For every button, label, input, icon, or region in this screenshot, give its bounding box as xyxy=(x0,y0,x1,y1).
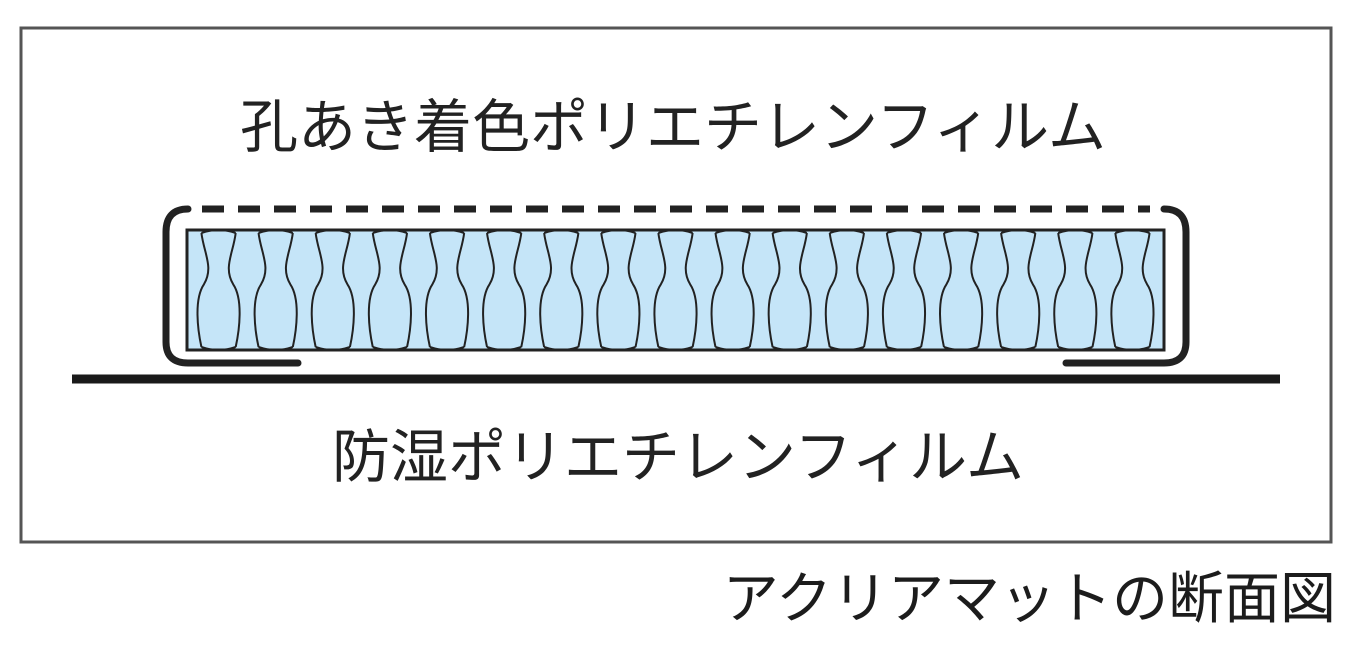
fiber-line xyxy=(1084,232,1098,348)
fiber-cap xyxy=(715,346,751,351)
fiber-cap xyxy=(1114,346,1150,351)
fiber-cap xyxy=(486,346,522,351)
fiber-line xyxy=(970,232,984,348)
fiber-cap xyxy=(658,346,693,351)
fiber-cap xyxy=(829,346,865,351)
glass-wool-body xyxy=(185,228,1166,352)
fiber-cap xyxy=(772,229,808,234)
fiber-line xyxy=(482,232,495,348)
perforated-film-right-wrap xyxy=(1062,205,1190,367)
fiber-line xyxy=(539,232,552,348)
fiber-line xyxy=(710,232,724,348)
fiber-line xyxy=(342,232,355,348)
fiber-line xyxy=(596,232,610,348)
fiber-cap xyxy=(486,229,522,234)
fiber-line xyxy=(856,232,869,348)
fiber-cap xyxy=(943,346,979,351)
fiber-line xyxy=(767,232,781,348)
fiber-line xyxy=(799,232,812,348)
fiber-cap xyxy=(600,229,636,234)
fiber-line xyxy=(456,232,470,348)
fiber-cap xyxy=(772,346,808,351)
fiber-line xyxy=(1141,232,1155,348)
fiber-cap xyxy=(201,229,237,234)
fiber-line xyxy=(513,232,527,348)
fiber-cap xyxy=(658,229,693,234)
fiber-cap xyxy=(429,346,465,351)
fiber-line xyxy=(824,232,838,348)
fiber-line xyxy=(227,232,241,348)
fiber-cap xyxy=(829,229,865,234)
fiber-line xyxy=(1027,232,1041,348)
fiber-cap xyxy=(543,229,579,234)
fiber-cap xyxy=(372,346,408,351)
fiber-cap xyxy=(886,229,922,234)
fiber-line xyxy=(881,232,895,348)
diagram-caption: アクリアマットの断面図 xyxy=(722,567,1336,632)
fiber-line xyxy=(570,232,584,348)
diagram-frame xyxy=(19,26,1333,544)
fiber-line xyxy=(913,232,927,348)
fiber-cap xyxy=(315,346,351,351)
perforated-film-left-wrap xyxy=(162,205,302,367)
fiber-cap xyxy=(1000,229,1036,234)
fiber-line xyxy=(367,232,381,348)
fiber-cap xyxy=(543,346,579,351)
fiber-line xyxy=(627,232,641,348)
fiber-cap xyxy=(315,229,351,234)
fiber-line xyxy=(684,232,698,348)
fiber-line xyxy=(253,232,267,348)
fiber-line xyxy=(653,232,667,348)
fiber-line xyxy=(1110,232,1124,348)
fiber-cap xyxy=(1114,229,1150,234)
fiber-cap xyxy=(886,346,922,351)
fiber-cap xyxy=(1057,229,1093,234)
fiber-line xyxy=(424,232,438,348)
fiber-line xyxy=(741,232,755,348)
fiber-line xyxy=(1053,232,1066,348)
fiber-cap xyxy=(943,229,979,234)
fiber-cap xyxy=(715,229,751,234)
fiber-cap xyxy=(201,346,237,351)
fiber-cap xyxy=(258,346,294,351)
fiber-cap xyxy=(600,346,636,351)
fiber-line xyxy=(310,232,324,348)
fiber-cap xyxy=(429,229,465,234)
fiber-line xyxy=(196,232,210,348)
fiber-cap xyxy=(258,229,294,234)
moisture-proof-film-label: 防湿ポリエチレンフィルム xyxy=(332,423,1024,491)
glass-wool-fibers xyxy=(196,229,1155,351)
fiber-cap xyxy=(372,229,408,234)
fiber-line xyxy=(399,232,412,348)
fiber-cap xyxy=(1000,346,1036,351)
fiber-line xyxy=(285,232,298,348)
fiber-cap xyxy=(1057,346,1093,351)
fiber-line xyxy=(939,232,952,348)
perforated-film-label: 孔あき着色ポリエチレンフィルム xyxy=(240,93,1106,161)
fiber-line xyxy=(996,232,1009,348)
